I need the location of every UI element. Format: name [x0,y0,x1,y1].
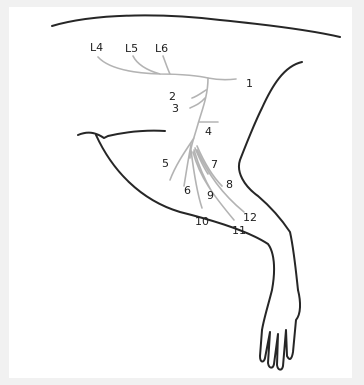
nerve-root-l5 [133,56,160,74]
nerve-branch-1 [208,78,236,80]
thigh-outline [96,135,274,330]
label-4: 4 [205,125,212,138]
label-9: 9 [207,189,214,202]
nerve-branch-8 [197,146,222,186]
label-3: 3 [172,102,179,115]
label-7: 7 [211,158,218,171]
label-1: 1 [246,77,253,90]
nerve-root-l4 [98,57,208,78]
nerve-branch-2 [192,90,206,98]
tail-rump-outline [239,62,302,290]
nerve-branch-5 [170,138,194,180]
nerve-root-l6 [163,56,170,74]
label-l4: L4 [90,41,103,54]
abdomen-outline [78,131,165,138]
label-10: 10 [195,215,209,228]
foot-outline [260,290,300,370]
label-l6: L6 [155,42,168,55]
back-outline [52,15,340,37]
label-l5: L5 [125,42,138,55]
label-5: 5 [162,157,169,170]
label-6: 6 [184,184,191,197]
label-12: 12 [243,211,257,224]
label-11: 11 [232,224,246,237]
label-8: 8 [226,178,233,191]
